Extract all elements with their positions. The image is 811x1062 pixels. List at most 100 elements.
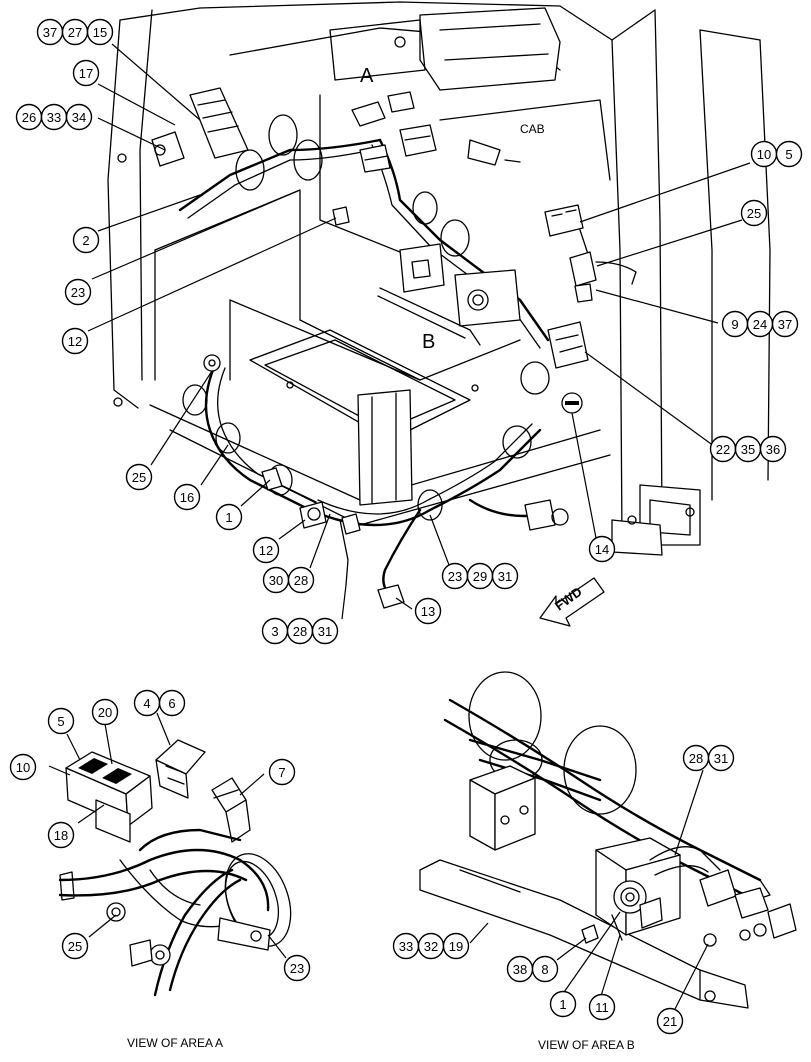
callout-number: 30 [269, 573, 283, 588]
callout-number: 24 [753, 317, 767, 332]
callout-c25-a: 25 [61, 932, 89, 960]
callout-number: 31 [498, 569, 512, 584]
callout-bubble [656, 1007, 684, 1035]
callout-number: 2 [82, 233, 89, 248]
callout-bubble [86, 18, 114, 46]
callout-number: 13 [421, 604, 435, 619]
callout-number: 25 [747, 206, 761, 221]
callout-c13: 13 [414, 597, 442, 625]
callout-bubble [414, 597, 442, 625]
callout-c1-b: 1 [549, 990, 577, 1018]
callout-c2: 2 [72, 226, 100, 254]
callout-c10-a: 10 [9, 753, 37, 781]
callout-number: 37 [778, 317, 792, 332]
callout-number: 6 [168, 696, 175, 711]
callout-bubble [549, 990, 577, 1018]
callout-bubble [158, 689, 186, 717]
callout-number: 14 [595, 542, 609, 557]
callout-number: 21 [663, 1014, 677, 1029]
callout-number: 33 [47, 110, 61, 125]
callout-bubble [9, 753, 37, 781]
callout-bubble [588, 535, 616, 563]
cab-label: CAB [520, 122, 545, 136]
callout-bubble [65, 103, 93, 131]
callout-c16: 16 [173, 483, 201, 511]
callout-c5-a: 5 [47, 707, 75, 735]
callout-number: 16 [180, 490, 194, 505]
callout-c14: 14 [588, 535, 616, 563]
callout-bubble [759, 435, 787, 463]
callout-number: 26 [22, 110, 36, 125]
leader-lines [48, 43, 751, 1010]
callout-bubble [72, 59, 100, 87]
callout-number: 7 [278, 765, 285, 780]
callout-number: 4 [143, 696, 150, 711]
callout-number: 18 [54, 828, 68, 843]
callout-number: 27 [68, 25, 82, 40]
callout-number: 28 [689, 751, 703, 766]
callout-number: 35 [741, 442, 755, 457]
callout-c12-low: 12 [252, 536, 280, 564]
callout-number: 38 [513, 962, 527, 977]
callout-bubble [771, 310, 799, 338]
callout-bubble [215, 503, 243, 531]
fwd-arrow: FWD [539, 577, 605, 627]
callout-c18-a: 18 [47, 821, 75, 849]
callout-number: 1 [559, 997, 566, 1012]
callout-number: 15 [93, 25, 107, 40]
callout-number: 25 [132, 470, 146, 485]
callout-number: 20 [98, 705, 112, 720]
callout-number: 22 [716, 442, 730, 457]
callout-number: 3 [271, 624, 278, 639]
callout-number: 36 [766, 442, 780, 457]
callout-bubble [283, 954, 311, 982]
callout-c23-a: 23 [283, 954, 311, 982]
callout-c1-top: 1 [215, 503, 243, 531]
callout-c3-28-31: 3 28 31 [261, 617, 339, 645]
callout-number: 31 [318, 624, 332, 639]
callout-bubble [72, 226, 100, 254]
callout-number: 23 [290, 961, 304, 976]
callout-number: 23 [71, 285, 85, 300]
callout-c28-31-b: 28 31 [682, 744, 735, 772]
callout-number: 12 [68, 334, 82, 349]
callout-number: 28 [293, 624, 307, 639]
area-a-marker: A [360, 65, 374, 87]
callout-c37-27-15: 37 27 15 [36, 18, 114, 46]
callout-bubble [707, 744, 735, 772]
callout-number: 5 [57, 714, 64, 729]
callout-number: 34 [72, 110, 86, 125]
callout-c22-35-36: 22 35 36 [709, 435, 787, 463]
callout-number: 31 [714, 751, 728, 766]
callout-number: 37 [43, 25, 57, 40]
callout-bubble [442, 932, 470, 960]
view-area-a [58, 739, 292, 997]
callout-bubble [61, 327, 89, 355]
callout-number: 12 [259, 543, 273, 558]
callout-c21-b: 21 [656, 1007, 684, 1035]
callout-bubble [173, 483, 201, 511]
callout-c25-right: 25 [740, 199, 768, 227]
callout-number: 9 [731, 317, 738, 332]
callout-number: 33 [399, 939, 413, 954]
callout-c11-b: 11 [588, 993, 616, 1021]
callout-bubble [287, 566, 315, 594]
view-b-caption: VIEW OF AREA B [538, 1038, 635, 1052]
callout-number: 29 [473, 569, 487, 584]
callout-number: 10 [16, 760, 30, 775]
callout-number: 17 [79, 66, 93, 81]
callout-number: 19 [449, 939, 463, 954]
callout-bubble [588, 993, 616, 1021]
area-b-marker: B [422, 331, 435, 353]
callout-bubble [47, 821, 75, 849]
callout-bubble [91, 698, 119, 726]
callout-number: 25 [68, 939, 82, 954]
callout-bubble [64, 278, 92, 306]
